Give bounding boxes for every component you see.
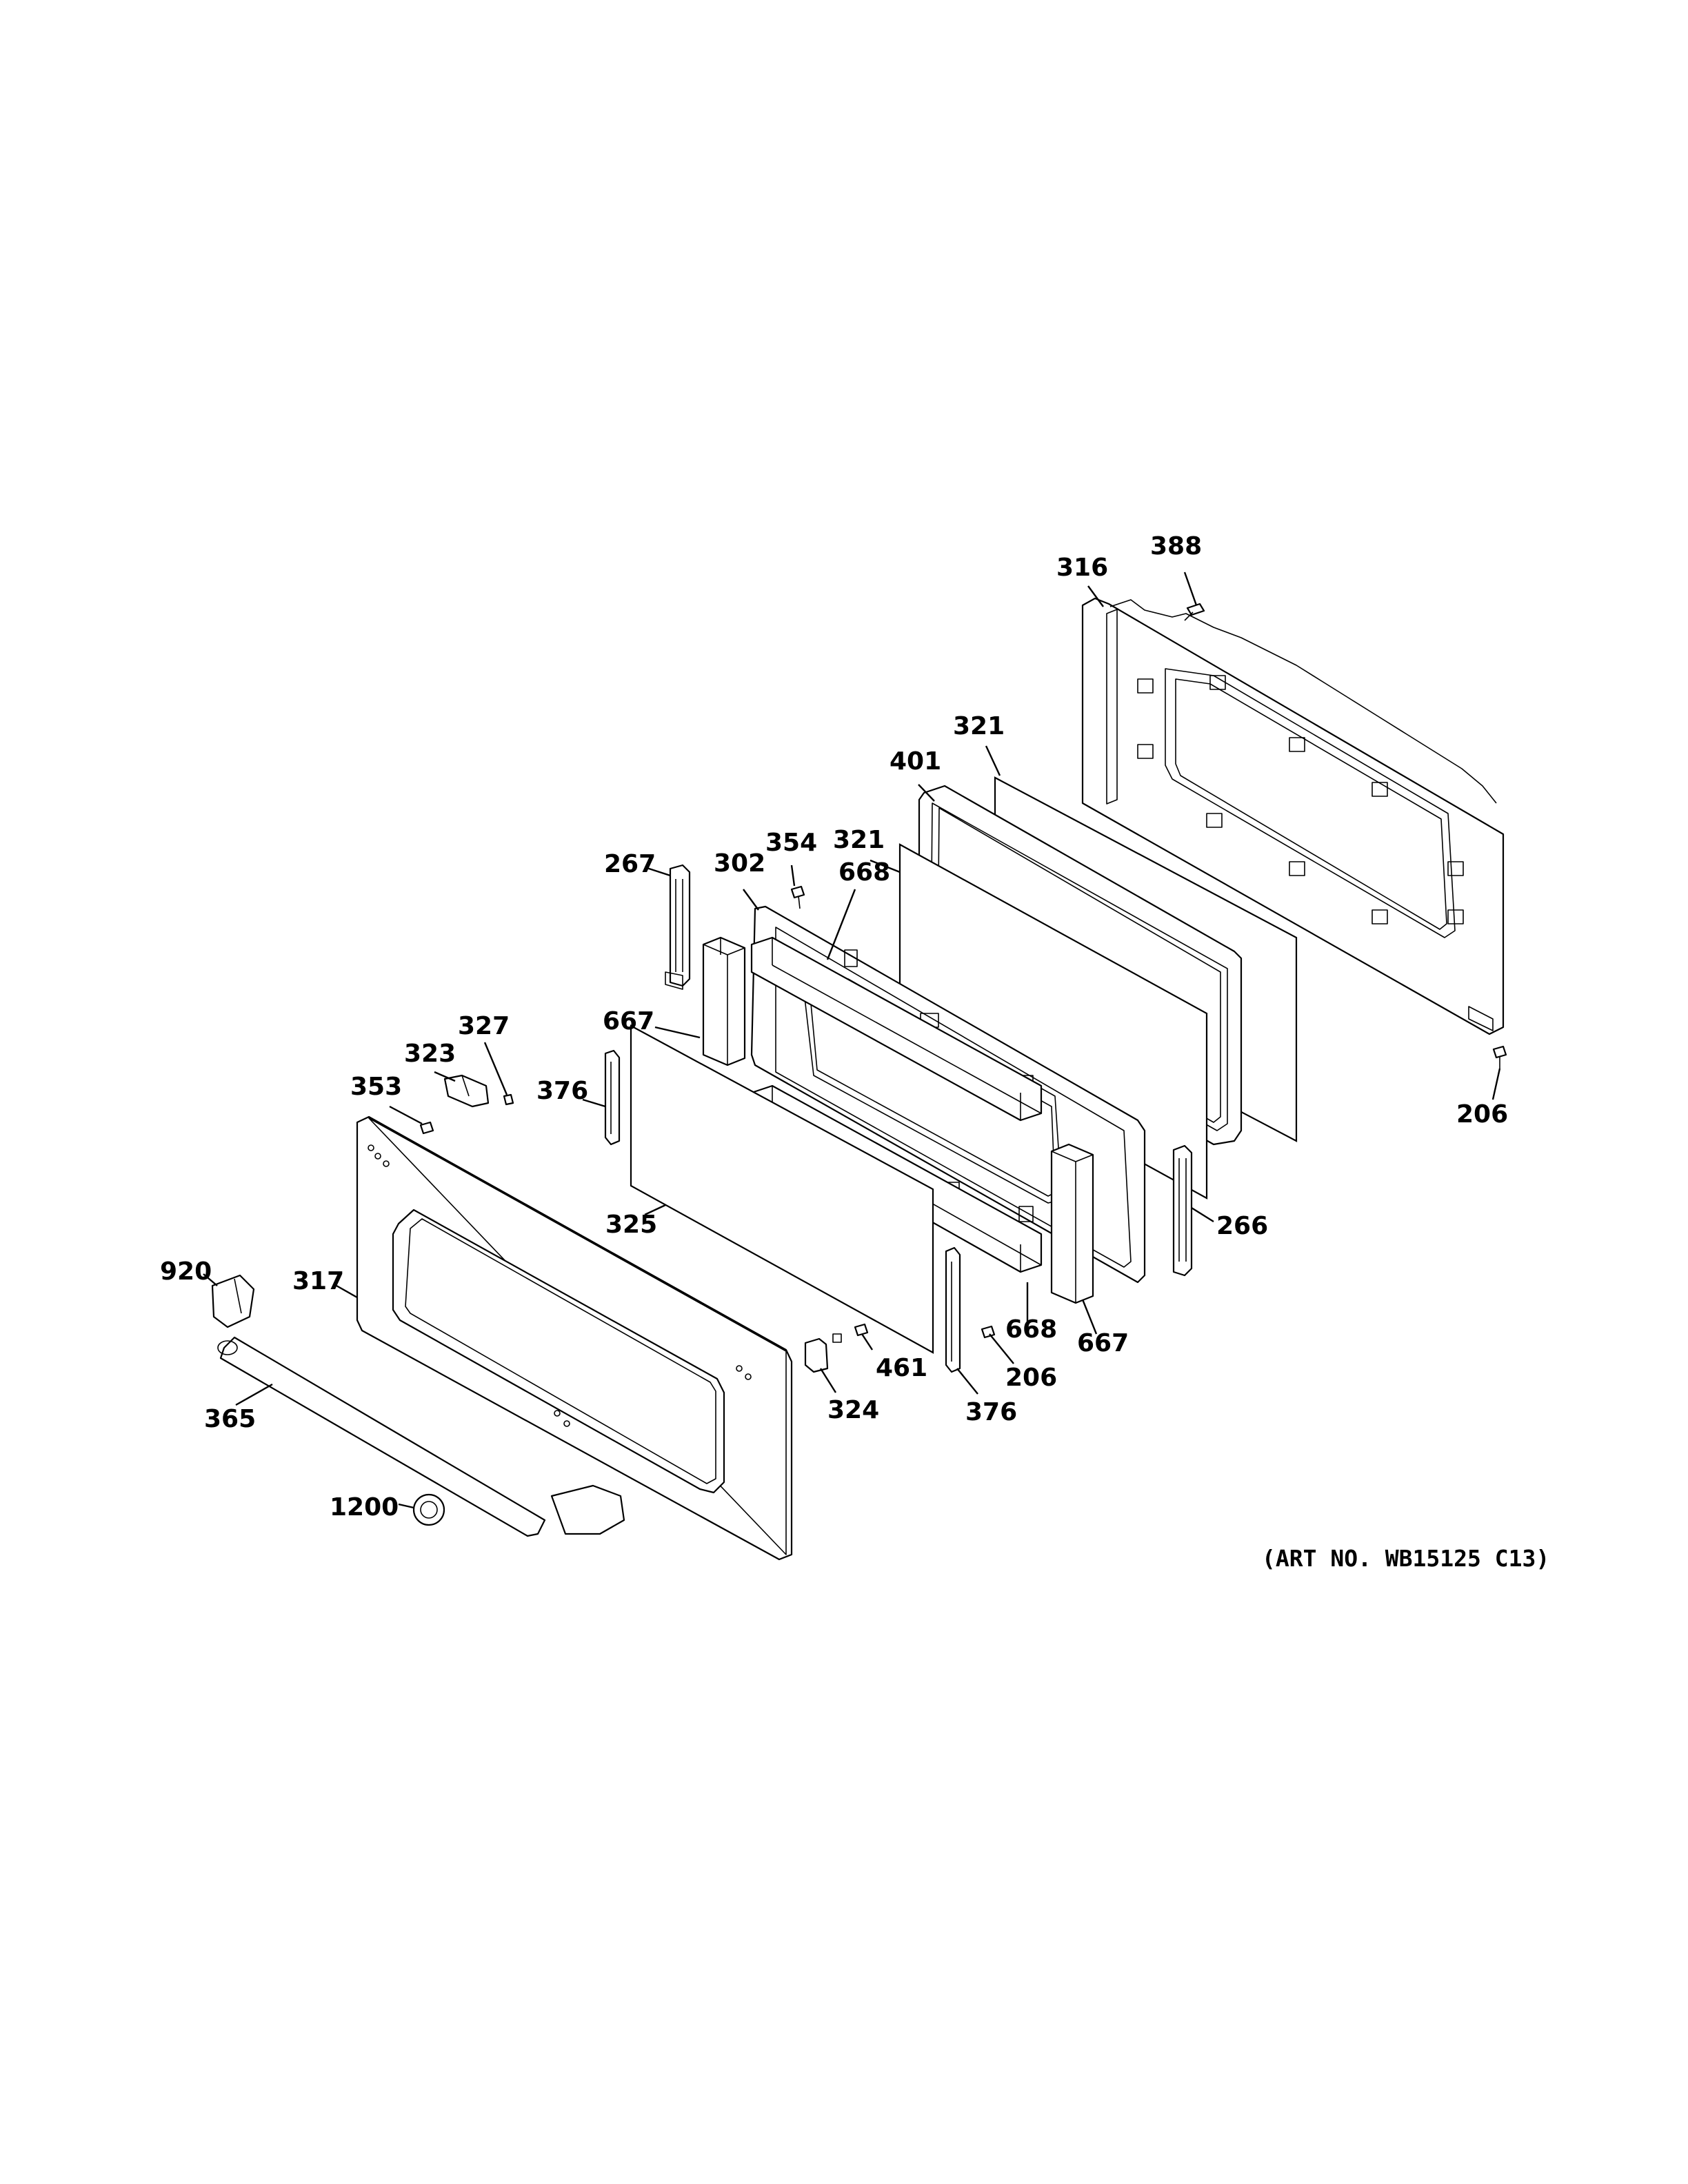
callout-376-right: 376	[965, 1398, 1017, 1426]
callout-206-upper: 206	[1456, 1100, 1508, 1129]
part-667-insulation-right[interactable]	[1050, 1143, 1094, 1304]
callout-376-left: 376	[536, 1077, 588, 1105]
callout-401: 401	[890, 747, 941, 776]
part-317-outer-door[interactable]	[356, 1115, 793, 1561]
callout-labels: 316 388 321 401 354 321 267 302 668 327 …	[160, 532, 1549, 1572]
part-376-bracket-right[interactable]	[945, 1246, 961, 1373]
callout-388: 388	[1150, 532, 1202, 560]
callout-316: 316	[1056, 554, 1108, 582]
callout-354: 354	[765, 829, 817, 857]
part-206-screw-upper[interactable]	[1492, 1045, 1507, 1069]
part-324-hinge-bracket[interactable]	[804, 1333, 842, 1373]
callout-321-upper: 321	[953, 712, 1005, 740]
part-920-handle-endcap[interactable]	[211, 1274, 255, 1328]
callout-267: 267	[604, 850, 656, 878]
part-266-hinge-channel[interactable]	[1172, 1144, 1193, 1277]
callout-461: 461	[876, 1354, 927, 1382]
part-365-handle-tube[interactable]	[217, 1336, 625, 1537]
callout-324: 324	[827, 1396, 879, 1424]
callout-323: 323	[404, 1040, 456, 1068]
part-461-screw[interactable]	[854, 1323, 869, 1337]
callout-353: 353	[350, 1073, 402, 1101]
callout-327: 327	[458, 1012, 510, 1040]
part-354-screw[interactable]	[790, 885, 805, 909]
callout-667-right: 667	[1077, 1329, 1129, 1357]
part-376-bracket-left[interactable]	[604, 1049, 621, 1146]
callout-1200: 1200	[330, 1493, 399, 1521]
part-353-screw[interactable]	[419, 1121, 434, 1135]
callout-321-lower: 321	[833, 826, 885, 854]
art-number: (ART NO. WB15125 C13)	[1262, 1545, 1549, 1572]
part-321-glass-lower[interactable]	[898, 843, 1208, 1200]
part-667-insulation-left[interactable]	[702, 936, 746, 1066]
part-267-hinge-channel[interactable]	[665, 864, 691, 990]
callout-317: 317	[292, 1267, 344, 1295]
callout-668-lower: 668	[1005, 1315, 1057, 1344]
callout-302: 302	[714, 849, 765, 878]
part-316-rear-panel[interactable]	[1081, 597, 1505, 1035]
callout-325: 325	[605, 1211, 657, 1239]
part-323-hinge-bracket[interactable]	[443, 1074, 490, 1108]
callout-668-upper: 668	[838, 858, 890, 887]
leader-lines	[203, 572, 1501, 1509]
part-206-screw-lower[interactable]	[981, 1325, 996, 1339]
part-388-screw[interactable]	[1184, 603, 1205, 621]
callout-667-left: 667	[603, 1007, 654, 1035]
callout-920: 920	[160, 1257, 212, 1286]
part-1200-badge[interactable]	[412, 1493, 445, 1526]
part-668-insulation-upper[interactable]	[750, 936, 1043, 1122]
part-325-glass-panel[interactable]	[630, 1024, 934, 1354]
callout-266: 266	[1216, 1212, 1268, 1240]
callout-206-lower: 206	[1005, 1364, 1057, 1392]
callout-365: 365	[204, 1405, 256, 1433]
part-327-clip[interactable]	[503, 1093, 514, 1106]
